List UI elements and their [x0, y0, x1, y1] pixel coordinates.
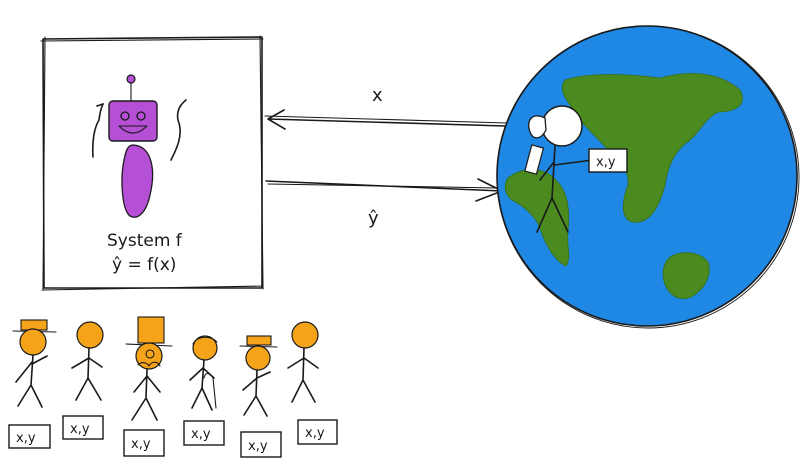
dataset-card-4: x,y: [183, 420, 225, 446]
dataset-card-5: x,y: [240, 431, 282, 458]
dataset-card-2-label: x,y: [70, 422, 90, 437]
system-box: [40, 35, 264, 291]
dataset-card-1-label: x,y: [16, 431, 36, 446]
output-arrow: [265, 178, 503, 202]
world-person-card-label: x,y: [596, 155, 616, 170]
output-label: ŷ: [368, 208, 379, 229]
dataset-card-5-label: x,y: [248, 439, 268, 454]
dataset-card-1: x,y: [8, 424, 51, 449]
system-equation: ŷ = f(x): [112, 255, 176, 275]
dataset-person-6: [287, 321, 319, 403]
dataset-person-2: [71, 321, 104, 401]
dataset-person-4: [189, 335, 218, 411]
dataset-person-3: [125, 316, 173, 421]
system-title: System f: [107, 231, 183, 251]
dataset-person-1: [12, 319, 57, 408]
dataset-card-6: x,y: [297, 419, 338, 445]
input-arrow: [264, 109, 508, 130]
world-person-figure: [524, 105, 594, 233]
dataset-person-5: [239, 335, 278, 417]
robot-icon: [91, 74, 187, 218]
dataset-card-3-label: x,y: [131, 437, 151, 452]
input-label: x: [372, 85, 383, 106]
world-person-card: x,y: [588, 148, 628, 173]
dataset-card-2: x,y: [62, 415, 104, 440]
dataset-card-4-label: x,y: [191, 427, 211, 442]
dataset-card-3: x,y: [123, 429, 165, 457]
globe-icon: [496, 25, 800, 329]
dataset-card-6-label: x,y: [305, 426, 325, 441]
